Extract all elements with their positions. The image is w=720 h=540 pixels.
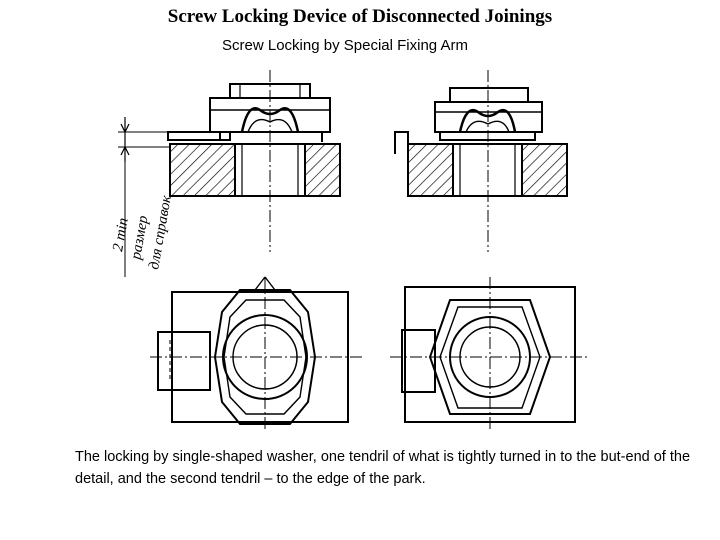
caption-text: The locking by single-shaped washer, one… (75, 449, 691, 487)
dimension-label-size: размер (128, 214, 152, 262)
page-title: Screw Locking Device of Disconnected Joi… (167, 6, 553, 27)
section-view-right (394, 70, 568, 252)
dimension-label-min: 2 min (110, 217, 132, 253)
technical-drawing: 2 min размер для справок (110, 70, 590, 432)
plan-view-left (150, 276, 365, 432)
hatched-plate-right (304, 143, 341, 197)
dimension-label-reference: для справок (146, 193, 175, 270)
hatched-plate-right-b (521, 143, 568, 197)
section-view-left (118, 70, 341, 277)
plan-view-right (390, 277, 590, 432)
page-subtitle: Screw Locking by Special Fixing Arm (222, 37, 468, 54)
hatched-plate-left (169, 143, 236, 197)
hatched-plate-right-a (407, 143, 454, 197)
